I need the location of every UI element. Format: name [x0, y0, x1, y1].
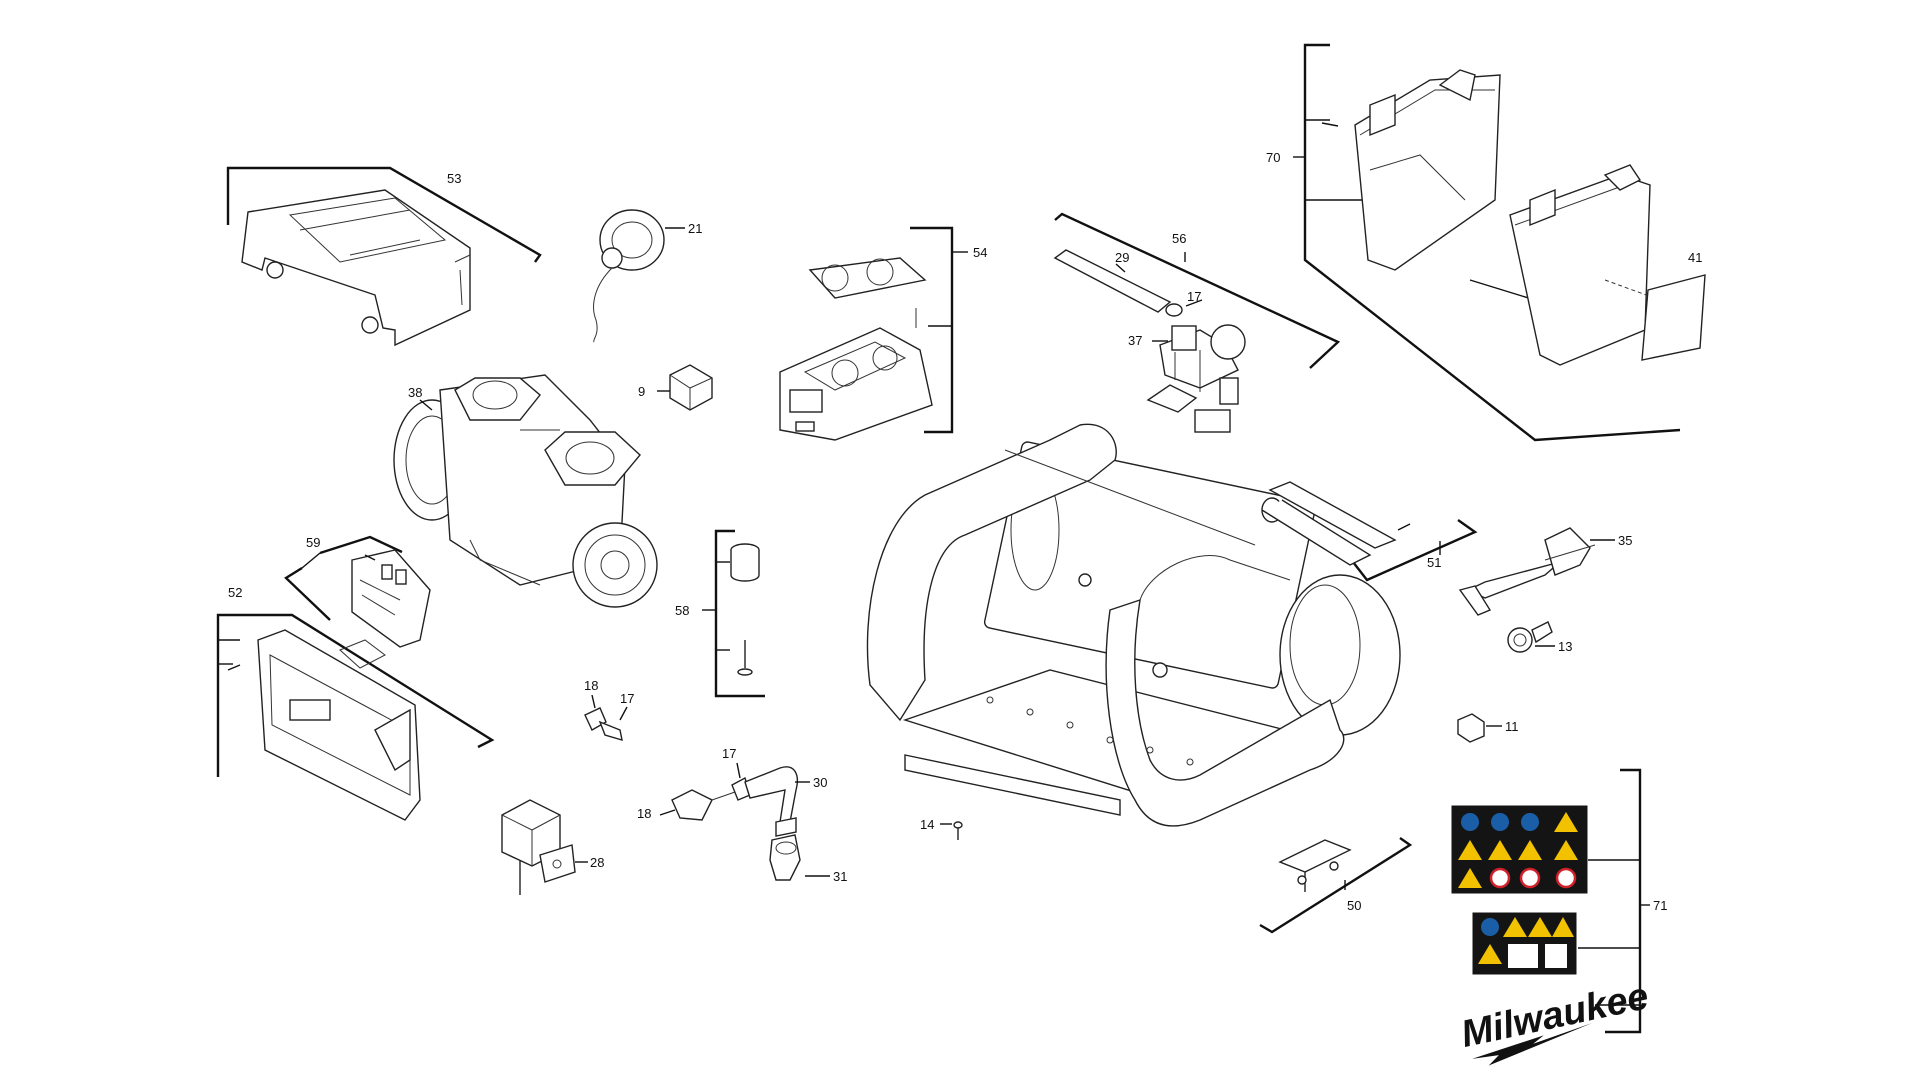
- callout-54: 54: [973, 245, 987, 260]
- info-pictogram-icon: [1545, 944, 1567, 968]
- prohibition-icon: [1489, 867, 1511, 889]
- callout-31: 31: [833, 869, 847, 884]
- callout-56: 56: [1172, 231, 1186, 246]
- part-11-cap: [1457, 713, 1502, 743]
- part-70-housing: [1293, 43, 1706, 442]
- callout-17b: 17: [620, 691, 634, 706]
- callout-50: 50: [1347, 898, 1361, 913]
- part-28-solenoid: [501, 799, 588, 895]
- logo-text: Milwaukee: [1458, 975, 1653, 1056]
- tank-and-frame: [866, 423, 1401, 827]
- warning-triangle-icon: [1552, 917, 1574, 937]
- callout-28: 28: [590, 855, 604, 870]
- warning-triangle-icon: [1554, 840, 1578, 860]
- callout-59: 59: [306, 535, 320, 550]
- mandatory-icon: [1461, 813, 1479, 831]
- warning-label-sheet-2: [1472, 912, 1577, 975]
- part-54-control-housing: [779, 226, 968, 441]
- callout-71: 71: [1653, 898, 1667, 913]
- warning-triangle-icon: [1458, 840, 1482, 860]
- part-71-labels: [1578, 768, 1650, 1034]
- part-58-feet: [702, 529, 765, 698]
- callout-13: 13: [1558, 639, 1572, 654]
- part-38-pump-motor: [393, 374, 658, 608]
- callout-58: 58: [675, 603, 689, 618]
- part-18-17-fittings-upper: [584, 694, 628, 741]
- callout-11: 11: [1505, 719, 1519, 734]
- part-56-manifold: [1053, 212, 1341, 433]
- part-35-fitting: [1458, 527, 1615, 616]
- mandatory-icon: [1491, 813, 1509, 831]
- callout-14: 14: [920, 817, 934, 832]
- part-50-bracket: [1259, 837, 1413, 934]
- callout-29: 29: [1115, 250, 1129, 265]
- part-53-shroud: [226, 166, 542, 347]
- part-30-31-hose-fittings: [659, 762, 830, 881]
- callout-18a: 18: [584, 678, 598, 693]
- callout-35: 35: [1618, 533, 1632, 548]
- warning-triangle-icon: [1458, 868, 1482, 888]
- part-52-front-panel: [216, 613, 495, 821]
- part-14-screw: [940, 821, 963, 840]
- callout-18b: 18: [637, 806, 651, 821]
- callout-38: 38: [408, 385, 422, 400]
- part-9-switch: [657, 364, 713, 411]
- prohibition-icon: [1519, 867, 1541, 889]
- warning-triangle-icon: [1478, 944, 1502, 964]
- warning-triangle-icon: [1528, 917, 1552, 937]
- warning-triangle-icon: [1503, 917, 1527, 937]
- part-59-circuit-board: [284, 535, 431, 648]
- part-21-pressure-switch: [593, 209, 685, 343]
- callout-9: 9: [638, 384, 645, 399]
- warning-triangle-icon: [1488, 840, 1512, 860]
- info-pictogram-icon: [1508, 944, 1538, 968]
- callout-41: 41: [1688, 250, 1702, 265]
- callout-17c: 17: [722, 746, 736, 761]
- callout-17a: 17: [1187, 289, 1201, 304]
- warning-triangle-icon: [1518, 840, 1542, 860]
- callout-51: 51: [1427, 555, 1441, 570]
- mandatory-icon: [1521, 813, 1539, 831]
- prohibition-icon: [1555, 867, 1577, 889]
- milwaukee-logo: Milwaukee: [1458, 975, 1653, 1066]
- callout-70: 70: [1266, 150, 1280, 165]
- warning-label-sheet-1: [1451, 805, 1588, 894]
- part-51-handle: [1261, 481, 1478, 582]
- callout-52: 52: [228, 585, 242, 600]
- callout-21: 21: [688, 221, 702, 236]
- warning-triangle-icon: [1554, 812, 1578, 832]
- mandatory-icon: [1481, 918, 1499, 936]
- callout-37: 37: [1128, 333, 1142, 348]
- callout-30: 30: [813, 775, 827, 790]
- callout-53: 53: [447, 171, 461, 186]
- part-13-drain-valve: [1507, 621, 1555, 653]
